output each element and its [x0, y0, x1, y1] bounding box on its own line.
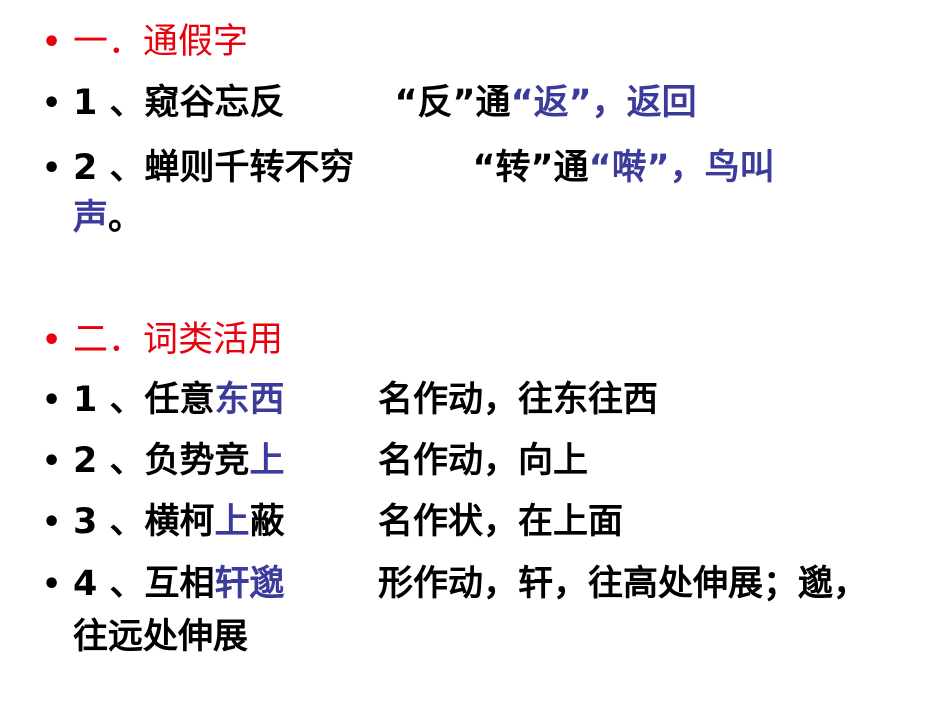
explanation: “转”通: [472, 148, 589, 188]
highlight-word: 轩邈: [214, 564, 285, 604]
bullet-icon: •: [42, 505, 62, 540]
explanation-highlight: “返”，返回: [510, 83, 697, 123]
highlight-word: 上: [214, 502, 250, 542]
explanation: 名作动，往东往西: [378, 380, 659, 420]
phrase: 2 、蝉则千转不穷: [73, 148, 355, 188]
highlight-word: 东西: [214, 380, 285, 420]
bullet-icon: •: [42, 86, 62, 121]
list-item-content: 1 、任意东西: [73, 378, 285, 423]
explanation-end: 。: [108, 198, 144, 238]
bullet-icon: •: [42, 25, 62, 60]
explanation: “反”通: [394, 83, 511, 123]
explanation-highlight: 声: [73, 198, 109, 238]
bullet-icon: •: [42, 567, 62, 602]
bullet-icon: •: [42, 383, 62, 418]
list-item-content: 2 、负势竞上: [73, 439, 285, 484]
highlight-word: 上: [249, 441, 285, 481]
list-item-content: 1 、窥谷忘反 “反”通“返”，返回: [73, 81, 697, 126]
section-1-heading: 一．通假字: [73, 22, 249, 62]
list-item-content: 4 、互相轩邈: [73, 562, 285, 607]
phrase-prefix: 3 、横柯: [73, 502, 215, 542]
bullet-icon: •: [42, 323, 62, 358]
explanation-continued: 往远处伸展: [73, 617, 249, 657]
bullet-icon: •: [42, 151, 62, 186]
phrase-prefix: 1 、任意: [73, 380, 215, 420]
list-item-content: 2 、蝉则千转不穷 “转”通“啭”，鸟叫: [73, 146, 775, 191]
phrase-prefix: 4 、互相: [73, 564, 215, 604]
explanation-highlight: “啭”，鸟叫: [588, 148, 775, 188]
section-2-heading: 二．词类活用: [73, 320, 284, 360]
explanation: 形作动，轩，往高处伸展；邈，: [378, 564, 869, 604]
list-item-content: 3 、横柯上蔽: [73, 500, 285, 545]
phrase-prefix: 2 、负势竞: [73, 441, 250, 481]
explanation: 名作动，向上: [378, 441, 589, 481]
bullet-icon: •: [42, 444, 62, 479]
explanation: 名作状，在上面: [378, 502, 624, 542]
phrase: 1 、窥谷忘反: [73, 83, 285, 123]
list-item-content: 声。: [73, 196, 143, 241]
phrase-suffix: 蔽: [249, 502, 285, 542]
